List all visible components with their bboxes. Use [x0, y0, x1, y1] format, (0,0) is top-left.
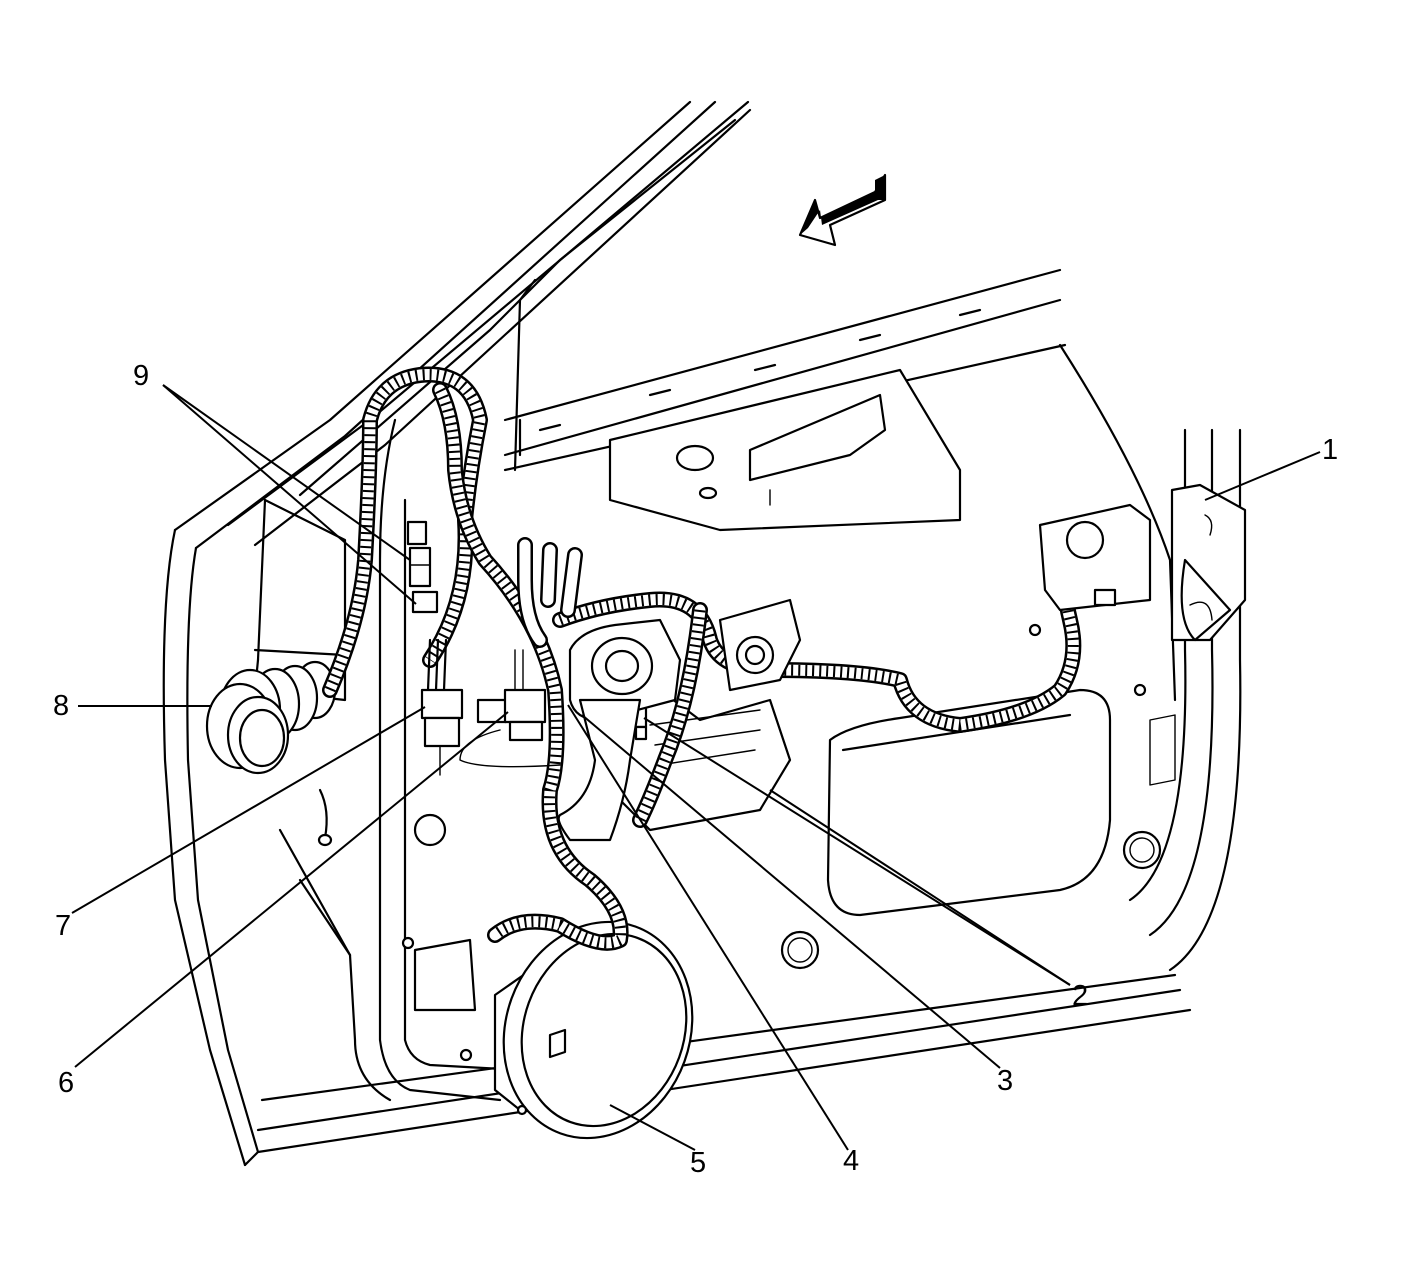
- callout-5: 5: [690, 1147, 706, 1179]
- callout-2: 2: [1072, 980, 1088, 1012]
- leader-2a: [643, 717, 1071, 986]
- leader-5: [609, 1104, 696, 1151]
- leader-1: [1204, 451, 1321, 501]
- harness-grommet: [205, 660, 337, 847]
- leader-2b: [769, 789, 1071, 986]
- callout-6: 6: [58, 1067, 74, 1099]
- callout-7: 7: [55, 910, 71, 942]
- leader-lines: [71, 384, 1321, 1151]
- leader-7: [71, 706, 426, 914]
- callout-4: 4: [843, 1145, 859, 1177]
- door-speaker: [493, 920, 694, 1140]
- callout-1: 1: [1322, 434, 1338, 466]
- harness-connectors: [406, 520, 648, 776]
- callout-3: 3: [997, 1065, 1013, 1097]
- direction-arrow: [798, 173, 887, 247]
- door-frame: [162, 100, 1242, 1167]
- leader-3: [581, 714, 1001, 1069]
- leader-6: [74, 711, 509, 1068]
- callout-8: 8: [53, 690, 69, 722]
- callout-labels: 1 2 3 4 5 6 7 8 9: [53, 360, 1338, 1179]
- door-lock-actuator: [1038, 483, 1247, 786]
- leader-9b: [162, 384, 417, 605]
- leader-4: [567, 704, 849, 1151]
- leader-9a: [162, 384, 411, 561]
- callout-9: 9: [133, 360, 149, 392]
- window-regulator-motor: [459, 598, 802, 842]
